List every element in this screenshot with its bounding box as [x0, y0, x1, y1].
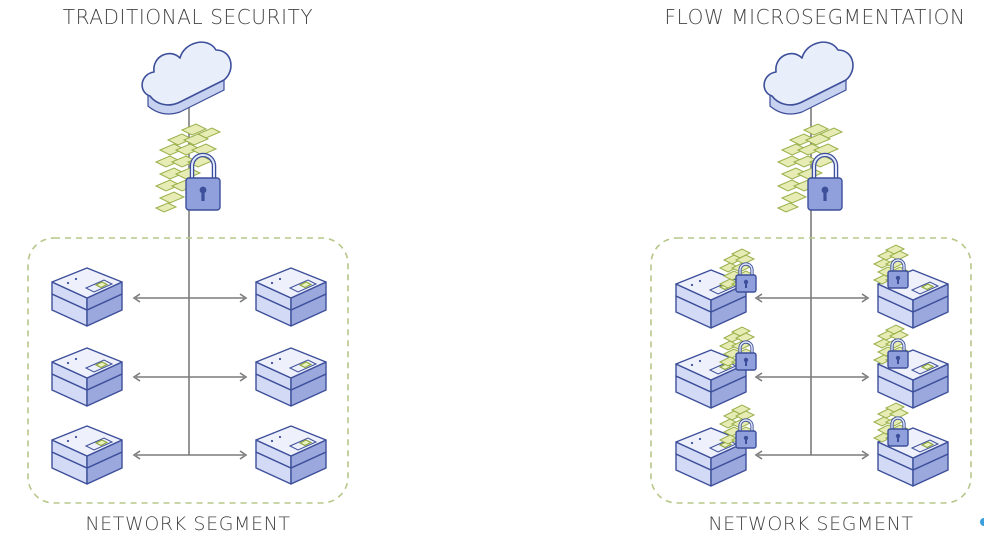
panel-flow-microsegmentation: FLOW MICROSEGMENTATION — [650, 5, 972, 535]
server-icon — [255, 347, 327, 407]
panel-title: FLOW MICROSEGMENTATION — [664, 5, 965, 29]
workload-row — [675, 402, 949, 487]
server-icon — [255, 425, 327, 485]
workload-row — [675, 244, 949, 329]
workload-row — [51, 267, 327, 327]
workload-row — [675, 324, 949, 409]
panel-title: TRADITIONAL SECURITY — [63, 5, 313, 29]
server-icon — [51, 425, 123, 485]
server-icon — [51, 267, 123, 327]
workload-row — [51, 425, 327, 485]
network-segment-boundary — [650, 237, 972, 504]
server-icon — [255, 267, 327, 327]
cloud-icon — [763, 41, 854, 115]
edge-badge-icon — [980, 518, 984, 526]
network-segment-boundary — [27, 237, 349, 504]
server-icon — [51, 347, 123, 407]
segment-label: NETWORK SEGMENT — [708, 513, 913, 535]
segment-label: NETWORK SEGMENT — [85, 513, 290, 535]
panel-traditional-security: TRADITIONAL SECURITY NETWORK SEGMENT — [27, 5, 349, 535]
workload-row — [51, 347, 327, 407]
cloud-icon — [141, 41, 232, 115]
